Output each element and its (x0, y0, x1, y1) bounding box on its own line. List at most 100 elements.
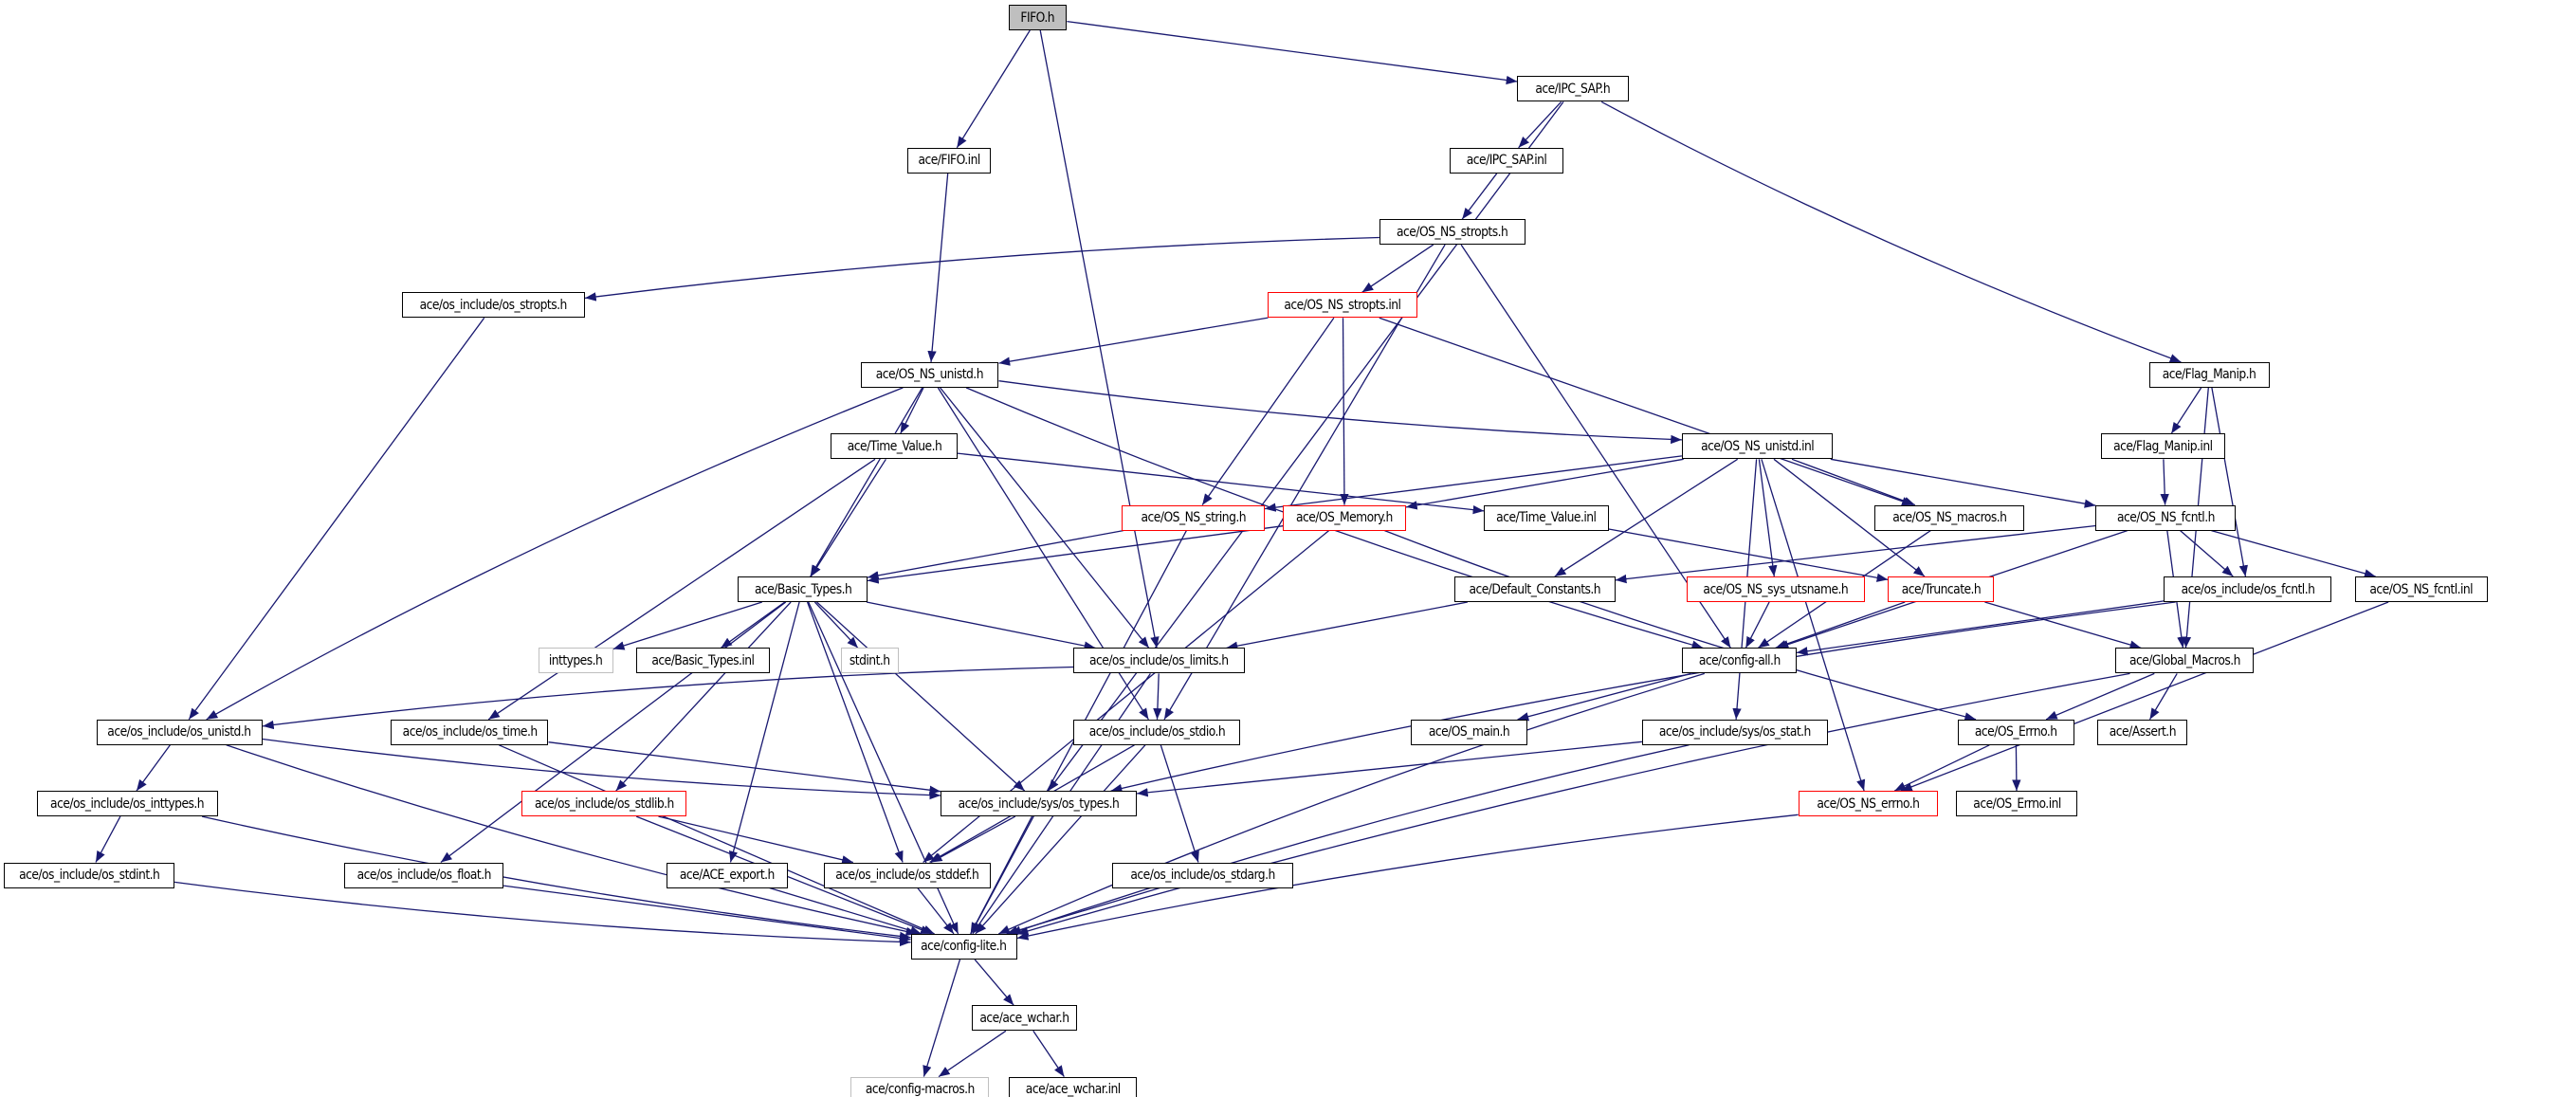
node-os-ns-string-h[interactable]: ace/OS_NS_string.h (1122, 504, 1265, 531)
node-os-errno-h[interactable]: ace/OS_Errno.h (1957, 719, 2074, 745)
node-os-ns-fcntl-h[interactable]: ace/OS_NS_fcntl.h (2095, 504, 2236, 531)
edge-os-inttypes-h-to-os-stdint-h (95, 815, 121, 863)
edge-os-time-h-to-os-types-h (548, 741, 941, 795)
edge-os-ns-unistd-h-to-os-unistd-h (206, 387, 904, 721)
node-label: ace/os_include/os_stddef.h (835, 868, 980, 883)
edge-os-ns-stropts-h-to-os-ns-stropts-inl (1361, 244, 1434, 293)
edge-truncate-h-to-config-all-h (1775, 601, 1906, 649)
node-label: ace/OS_NS_fcntl.inl (2369, 581, 2474, 597)
node-label: ace/OS_NS_unistd.h (876, 367, 984, 383)
node-os-ns-fcntl-inl[interactable]: ace/OS_NS_fcntl.inl (2354, 576, 2489, 602)
node-flag-manip-inl[interactable]: ace/Flag_Manip.inl (2100, 433, 2226, 460)
edge-os-time-h-to-config-lite-h (499, 744, 935, 935)
node-os-inttypes-h[interactable]: ace/os_include/os_inttypes.h (36, 791, 218, 817)
node-ipc-sap-inl[interactable]: ace/IPC_SAP.inl (1449, 147, 1564, 174)
node-os-ns-errno-h[interactable]: ace/OS_NS_errno.h (1798, 791, 1938, 817)
edge-ipc-sap-h-to-os-types-h (1048, 101, 1564, 792)
node-os-fcntl-h[interactable]: ace/os_include/os_fcntl.h (2164, 576, 2332, 602)
node-inttypes-h[interactable]: inttypes.h (538, 648, 613, 674)
node-label: ace/OS_NS_errno.h (1817, 795, 1920, 812)
edge-os-ns-stropts-inl-to-os-ns-macros-h (1379, 317, 1913, 506)
edge-os-ns-unistd-inl-to-os-ns-string-h (1264, 455, 1682, 512)
node-os-stddef-h[interactable]: ace/os_include/os_stddef.h (824, 862, 991, 888)
node-global-macros-h[interactable]: ace/Global_Macros.h (2115, 648, 2254, 674)
node-label: ace/os_include/os_inttypes.h (50, 795, 205, 812)
node-flag-manip-h[interactable]: ace/Flag_Manip.h (2148, 361, 2271, 388)
node-label: ace/OS_Memory.h (1296, 510, 1394, 526)
node-label: ace/Flag_Manip.h (2163, 367, 2256, 383)
node-time-value-h[interactable]: ace/Time_Value.h (831, 433, 958, 460)
edge-global-macros-h-to-config-lite-h (1016, 672, 2130, 936)
node-os-stdarg-h[interactable]: ace/os_include/os_stdarg.h (1111, 862, 1293, 888)
node-os-float-h[interactable]: ace/os_include/os_float.h (343, 862, 504, 888)
edge-os-memory-h-to-basic-types-h (867, 525, 1284, 584)
node-os-ns-unistd-h[interactable]: ace/OS_NS_unistd.h (861, 361, 999, 388)
node-os-stropts-h[interactable]: ace/os_include/os_stropts.h (402, 292, 585, 319)
node-label: ace/os_include/sys/os_stat.h (1659, 724, 1811, 740)
node-os-limits-h[interactable]: ace/os_include/os_limits.h (1073, 648, 1245, 674)
edge-config-all-h-to-config-lite-h (998, 672, 1705, 935)
node-stdint-h[interactable]: stdint.h (840, 648, 900, 674)
edge-time-value-h-to-time-value-inl (957, 452, 1485, 515)
node-ipc-sap-h[interactable]: ace/IPC_SAP.h (1517, 76, 1629, 102)
node-time-value-inl[interactable]: ace/Time_Value.inl (1484, 504, 1609, 531)
node-os-ns-stropts-inl[interactable]: ace/OS_NS_stropts.inl (1268, 292, 1418, 319)
node-label: ace/os_include/os_stdlib.h (534, 795, 674, 812)
node-os-stdint-h[interactable]: ace/os_include/os_stdint.h (3, 862, 175, 888)
edge-os-ns-unistd-h-to-time-value-h (900, 387, 924, 434)
edge-global-macros-h-to-assert-h (2148, 673, 2178, 721)
node-label: ace/os_include/os_stdarg.h (1130, 868, 1275, 883)
node-ace-wchar-h[interactable]: ace/ace_wchar.h (972, 1005, 1077, 1032)
edge-os-fcntl-h-to-config-all-h (1796, 600, 2165, 656)
node-label: ace/OS_NS_stropts.inl (1284, 297, 1402, 313)
node-os-stat-h[interactable]: ace/os_include/sys/os_stat.h (1641, 719, 1829, 745)
edge-os-ns-sys-utsname-h-to-config-all-h (1745, 601, 1770, 649)
node-os-ns-macros-h[interactable]: ace/OS_NS_macros.h (1874, 504, 2025, 531)
edge-os-fcntl-h-to-os-types-h (1110, 601, 2176, 794)
node-config-macros-h[interactable]: ace/config-macros.h (850, 1076, 989, 1097)
node-config-all-h[interactable]: ace/config-all.h (1681, 648, 1797, 674)
node-os-ns-sys-utsname-h[interactable]: ace/OS_NS_sys_utsname.h (1687, 576, 1865, 602)
node-os-stdlib-h[interactable]: ace/os_include/os_stdlib.h (521, 791, 686, 817)
node-label: ace/IPC_SAP.inl (1466, 153, 1547, 169)
edge-os-types-h-to-config-lite-h (970, 815, 1033, 935)
edge-os-stdlib-h-to-os-stddef-h (658, 815, 853, 865)
edge-config-lite-h-to-config-macros-h (923, 959, 961, 1077)
edge-ipc-sap-h-to-ipc-sap-inl (1518, 101, 1562, 149)
node-os-main-h[interactable]: ace/OS_main.h (1411, 719, 1527, 745)
node-os-ns-unistd-inl[interactable]: ace/OS_NS_unistd.inl (1681, 433, 1834, 460)
edge-flag-manip-inl-to-os-ns-fcntl-h (2160, 459, 2169, 505)
edge-os-stdio-h-to-config-lite-h (975, 744, 1146, 935)
node-os-time-h[interactable]: ace/os_include/os_time.h (390, 719, 549, 745)
edge-os-ns-unistd-inl-to-os-memory-h (1405, 458, 1684, 510)
node-truncate-h[interactable]: ace/Truncate.h (1888, 576, 1995, 602)
edge-os-stdio-h-to-os-stdarg-h (1160, 744, 1199, 863)
edge-os-stdint-h-to-config-lite-h (174, 881, 911, 947)
node-os-errno-inl[interactable]: ace/OS_Errno.inl (1956, 791, 2078, 817)
node-fifo-inl[interactable]: ace/FIFO.inl (907, 147, 991, 174)
node-label: ace/Flag_Manip.inl (2113, 438, 2213, 454)
node-basic-types-inl[interactable]: ace/Basic_Types.inl (636, 648, 770, 674)
node-fifo-h[interactable]: FIFO.h (1009, 5, 1068, 30)
node-label: ace/OS_NS_unistd.inl (1701, 438, 1815, 454)
node-os-memory-h[interactable]: ace/OS_Memory.h (1283, 504, 1406, 531)
edge-os-ns-string-h-to-basic-types-h (867, 529, 1124, 580)
node-ace-wchar-inl[interactable]: ace/ace_wchar.inl (1009, 1076, 1137, 1097)
node-default-constants-h[interactable]: ace/Default_Constants.h (1453, 576, 1616, 602)
edge-os-inttypes-h-to-config-lite-h (201, 815, 911, 942)
edge-config-lite-h-to-ace-wchar-h (974, 959, 1014, 1006)
edge-ace-wchar-h-to-ace-wchar-inl (1032, 1030, 1065, 1077)
edge-os-stropts-h-to-os-unistd-h (188, 317, 485, 721)
node-basic-types-h[interactable]: ace/Basic_Types.h (738, 576, 868, 602)
node-ace-export-h[interactable]: ace/ACE_export.h (666, 862, 788, 888)
node-os-stdio-h[interactable]: ace/os_include/os_stdio.h (1073, 719, 1240, 745)
node-os-ns-stropts-h[interactable]: ace/OS_NS_stropts.h (1379, 219, 1526, 246)
edge-os-ns-unistd-inl-to-os-ns-macros-h (1791, 458, 1916, 506)
node-assert-h[interactable]: ace/Assert.h (2097, 719, 2187, 745)
node-label: ace/os_include/os_unistd.h (107, 724, 252, 740)
edge-fifo-h-to-os-limits-h (1039, 29, 1160, 649)
node-os-types-h[interactable]: ace/os_include/sys/os_types.h (941, 791, 1137, 817)
node-os-unistd-h[interactable]: ace/os_include/os_unistd.h (96, 719, 263, 745)
node-config-lite-h[interactable]: ace/config-lite.h (910, 933, 1017, 960)
